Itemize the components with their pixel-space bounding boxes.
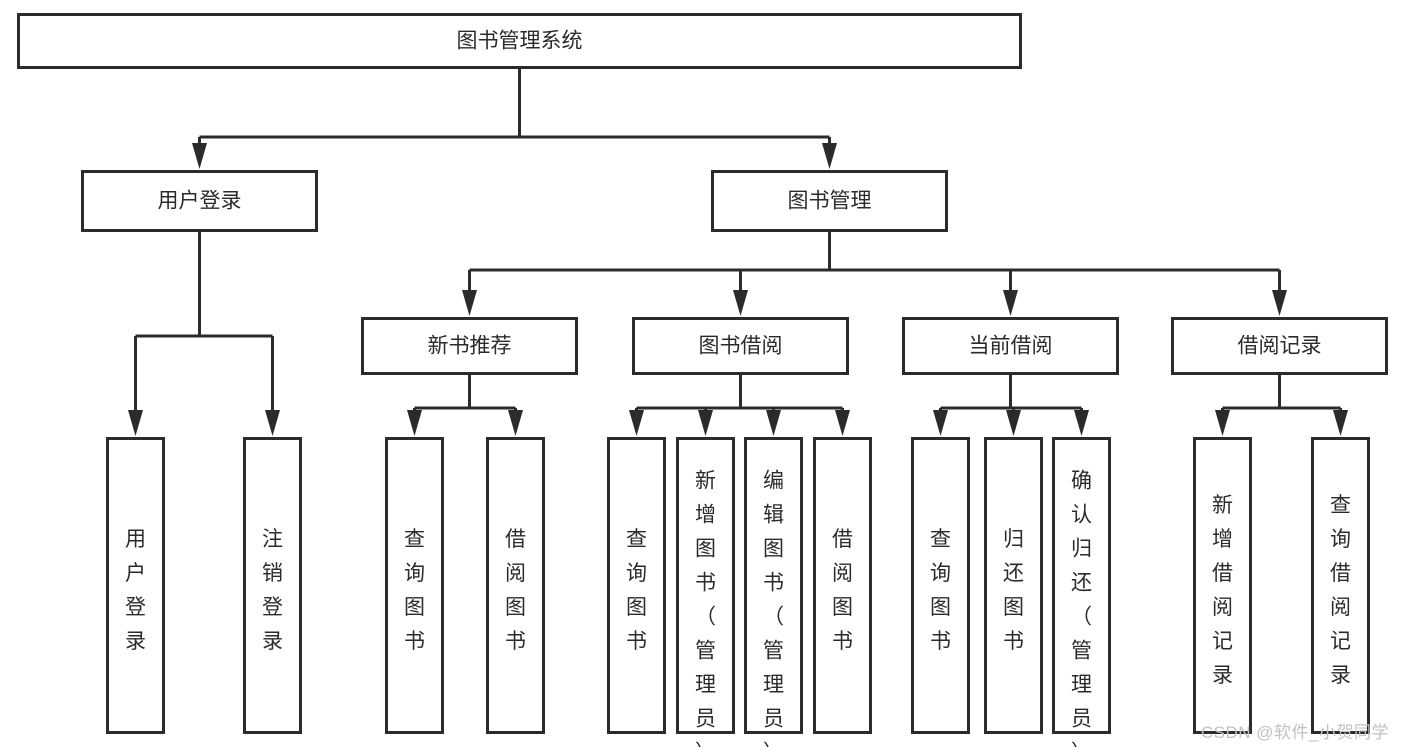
node-borrow[interactable]: 图书借阅: [632, 317, 849, 375]
node-label: 归还图书: [1003, 528, 1024, 653]
node-l-logout[interactable]: 注销登录: [243, 437, 302, 734]
edge-group-bookmgmt: [462, 232, 1287, 316]
node-n-borrow[interactable]: 借阅图书: [486, 437, 545, 734]
node-box[interactable]: [744, 437, 803, 734]
edge-group-record: [1215, 375, 1348, 436]
node-label: 新增图书（管理员）: [695, 469, 716, 747]
arrow-head-icon: [698, 410, 713, 436]
node-b-edit[interactable]: 编辑图书（管理员）: [744, 437, 803, 747]
node-r-add[interactable]: 新增借阅记录: [1193, 437, 1252, 734]
arrow-head-icon: [192, 143, 207, 169]
node-r-query[interactable]: 查询借阅记录: [1311, 437, 1370, 734]
node-label: 编辑图书（管理员）: [763, 469, 784, 747]
node-box[interactable]: [1171, 317, 1388, 375]
node-box[interactable]: [984, 437, 1043, 734]
edge-group-login: [128, 232, 280, 436]
node-label: 图书管理系统: [457, 30, 583, 53]
arrow-head-icon: [766, 410, 781, 436]
node-label: 图书管理: [788, 190, 872, 213]
arrow-head-icon: [1215, 410, 1230, 436]
node-label: 注销登录: [262, 528, 283, 653]
node-label: 查询借阅记录: [1330, 494, 1351, 687]
node-label: 新增借阅记录: [1212, 494, 1233, 687]
node-layer: 图书管理系统用户登录图书管理新书推荐图书借阅当前借阅借阅记录用户登录注销登录查询…: [17, 13, 1388, 747]
node-label: 用户登录: [125, 528, 146, 653]
arrow-head-icon: [822, 143, 837, 169]
node-box[interactable]: [902, 317, 1119, 375]
node-box[interactable]: [711, 170, 948, 232]
arrow-head-icon: [1003, 290, 1018, 316]
arrow-head-icon: [933, 410, 948, 436]
node-newbook[interactable]: 新书推荐: [361, 317, 578, 375]
arrow-head-icon: [1333, 410, 1348, 436]
arrow-head-icon: [1074, 410, 1089, 436]
node-login[interactable]: 用户登录: [81, 170, 318, 232]
node-box[interactable]: [676, 437, 735, 734]
node-b-query[interactable]: 查询图书: [607, 437, 666, 734]
node-record[interactable]: 借阅记录: [1171, 317, 1388, 375]
arrow-head-icon: [407, 410, 422, 436]
node-box[interactable]: [1193, 437, 1252, 734]
node-label: 借阅图书: [505, 528, 526, 653]
node-l-login[interactable]: 用户登录: [106, 437, 165, 734]
node-box[interactable]: [106, 437, 165, 734]
node-box[interactable]: [911, 437, 970, 734]
node-c-return[interactable]: 归还图书: [984, 437, 1043, 734]
node-box[interactable]: [607, 437, 666, 734]
node-label: 当前借阅: [969, 335, 1053, 358]
edge-group-current: [933, 375, 1089, 436]
node-label: 新书推荐: [428, 335, 512, 358]
node-c-confirm[interactable]: 确认归还（管理员）: [1052, 437, 1111, 747]
arrow-head-icon: [128, 410, 143, 436]
node-box[interactable]: [813, 437, 872, 734]
node-label: 确认归还（管理员）: [1071, 469, 1092, 747]
arrow-head-icon: [508, 410, 523, 436]
node-label: 查询图书: [930, 528, 951, 653]
node-b-borrow[interactable]: 借阅图书: [813, 437, 872, 734]
node-box[interactable]: [1311, 437, 1370, 734]
node-box[interactable]: [81, 170, 318, 232]
arrow-head-icon: [1272, 290, 1287, 316]
node-label: 用户登录: [158, 190, 242, 213]
node-c-query[interactable]: 查询图书: [911, 437, 970, 734]
node-label: 查询图书: [404, 528, 425, 653]
node-box[interactable]: [385, 437, 444, 734]
edge-group-root: [192, 69, 837, 169]
node-label: 图书借阅: [699, 335, 783, 358]
node-box[interactable]: [1052, 437, 1111, 734]
arrow-head-icon: [1006, 410, 1021, 436]
node-label: 借阅图书: [832, 528, 853, 653]
edge-group-borrow: [629, 375, 850, 436]
node-current[interactable]: 当前借阅: [902, 317, 1119, 375]
node-label: 借阅记录: [1238, 335, 1322, 358]
arrow-head-icon: [733, 290, 748, 316]
node-box[interactable]: [243, 437, 302, 734]
node-n-query[interactable]: 查询图书: [385, 437, 444, 734]
node-box[interactable]: [632, 317, 849, 375]
edge-layer: [128, 69, 1348, 436]
edge-group-newbook: [407, 375, 523, 436]
node-box[interactable]: [361, 317, 578, 375]
arrow-head-icon: [462, 290, 477, 316]
node-b-add[interactable]: 新增图书（管理员）: [676, 437, 735, 747]
node-box[interactable]: [486, 437, 545, 734]
arrow-head-icon: [835, 410, 850, 436]
arrow-head-icon: [265, 410, 280, 436]
node-label: 查询图书: [626, 528, 647, 653]
csdn-watermark: CSDN @软件_小贺同学: [1200, 723, 1389, 742]
node-bookmgmt[interactable]: 图书管理: [711, 170, 948, 232]
node-root[interactable]: 图书管理系统: [17, 13, 1022, 69]
node-box[interactable]: [17, 13, 1022, 69]
arrow-head-icon: [629, 410, 644, 436]
